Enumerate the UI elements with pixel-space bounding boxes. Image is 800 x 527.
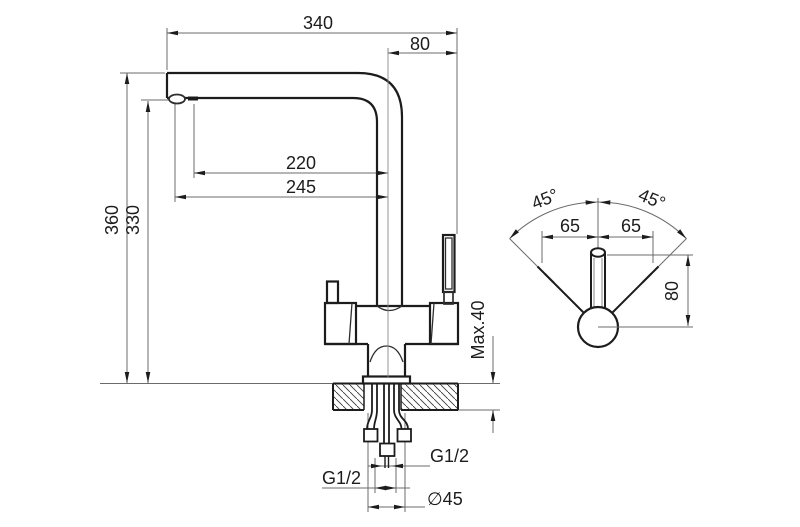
spout-inner-edge — [167, 96, 379, 306]
dim-65-right-label: 65 — [621, 216, 641, 236]
dim-360-label: 360 — [102, 205, 122, 235]
base-flange — [361, 375, 412, 385]
faucet-details — [168, 93, 454, 363]
right-hose-fitting — [396, 428, 412, 443]
center-pipe-nut — [379, 442, 396, 457]
faucet-body-outline — [165, 71, 460, 385]
extension-lines — [100, 28, 500, 512]
dim-80-label: 80 — [410, 34, 430, 54]
right-handle-cap — [642, 265, 660, 283]
dim-245-label: 245 — [286, 177, 316, 197]
left-hose — [366, 409, 373, 430]
left-hose-fitting — [363, 428, 379, 443]
dim-65-left-label: 65 — [560, 216, 580, 236]
pipe-body-dip — [376, 305, 403, 312]
right-valve-seam — [430, 302, 435, 345]
right-lever-collar — [443, 291, 454, 305]
right-hose — [398, 409, 409, 430]
thread-center-label: G1/2 — [430, 446, 469, 466]
dim-340-label: 340 — [303, 13, 333, 33]
spout-outer-edge — [167, 71, 404, 306]
dim-80-top-label: 80 — [662, 281, 682, 301]
left-valve-seam — [348, 302, 353, 345]
dim-330-label: 330 — [123, 205, 143, 235]
front-view: 340 80 220 245 360 330 Max.40 G1/2 G1/2 … — [100, 13, 500, 512]
supply-connections — [363, 384, 412, 468]
top-view: 45° 45° 65 65 80 — [509, 185, 693, 349]
dim-max40-label: Max.40 — [468, 300, 488, 359]
aerator-dome — [168, 93, 186, 105]
dimension-arrows — [124, 30, 496, 510]
dim-dia45-label: ∅45 — [427, 489, 463, 509]
counter-slab — [332, 382, 459, 411]
top-view-handles — [536, 265, 660, 319]
right-handle-lever — [441, 233, 456, 294]
aerator-outlet — [188, 96, 198, 101]
left-handle-lever — [325, 280, 340, 305]
top-view-arrows — [509, 200, 691, 326]
body-bell-curve — [369, 345, 404, 363]
right-lever-inner — [444, 237, 453, 290]
dim-220-label: 220 — [286, 153, 316, 173]
left-handle-cap — [536, 265, 554, 283]
front-view-labels: 340 80 220 245 360 330 Max.40 G1/2 G1/2 … — [102, 13, 488, 509]
top-view-spout — [590, 247, 606, 309]
thread-hose-label: G1/2 — [322, 468, 361, 488]
